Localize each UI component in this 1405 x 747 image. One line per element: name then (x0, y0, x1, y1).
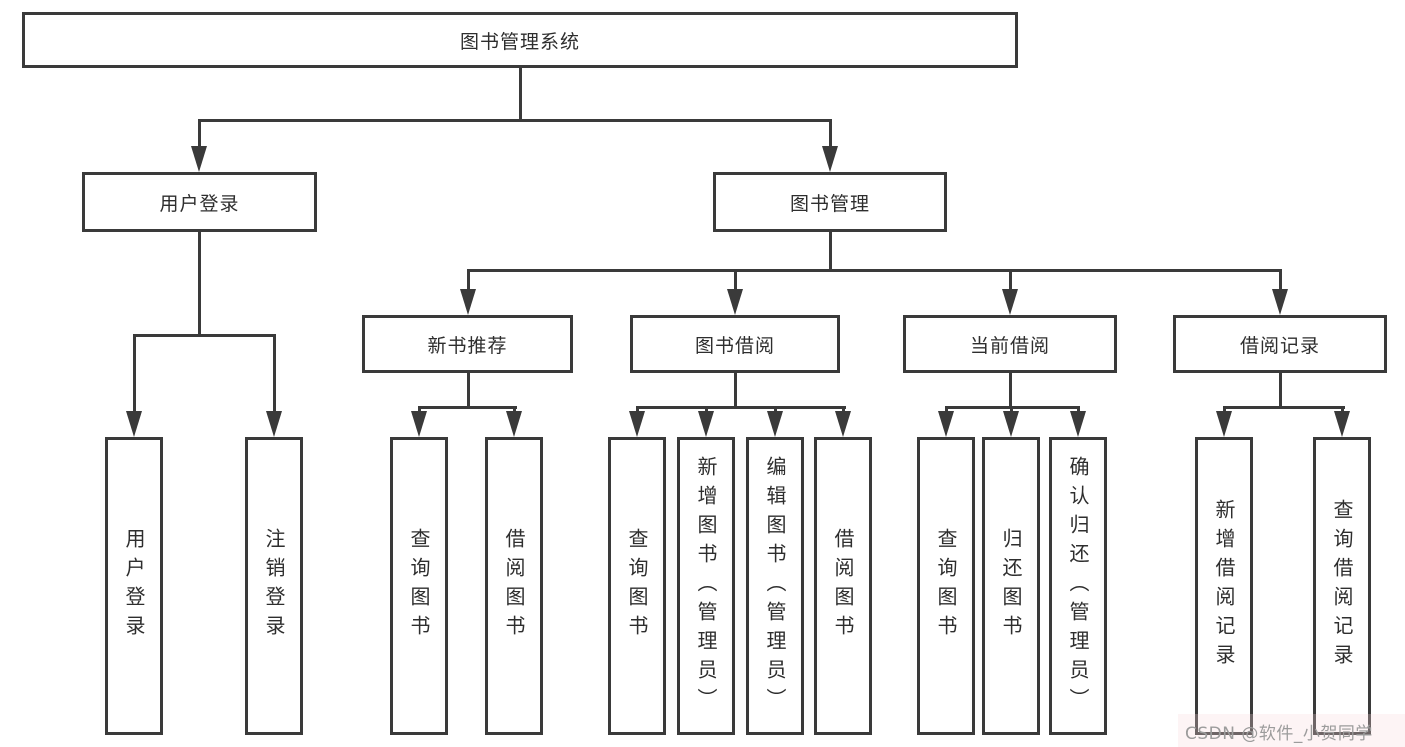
leaf-borrow-books: 借阅图书 (814, 437, 872, 735)
node-label: 查询借阅记录 (1330, 499, 1354, 673)
node-current-borrow: 当前借阅 (903, 315, 1117, 373)
connector-line (1076, 406, 1080, 415)
connector-line (417, 406, 517, 409)
arrow-down-icon (1003, 411, 1019, 437)
leaf-query-books-borrow: 查询图书 (608, 437, 666, 735)
connector-line (1009, 406, 1013, 415)
connector-line (197, 232, 201, 337)
connector-line (733, 269, 737, 292)
arrow-down-icon (822, 146, 838, 172)
connector-line (1008, 373, 1012, 409)
node-label: 查询图书 (625, 528, 649, 644)
connector-line (635, 406, 846, 409)
arrow-down-icon (506, 411, 522, 437)
connector-line (466, 269, 470, 292)
csdn-watermark: CSDN @软件_小贺同学 (1185, 724, 1373, 744)
node-label: 用户登录 (159, 192, 240, 215)
arrow-down-icon (938, 411, 954, 437)
leaf-query-borrow-record: 查询借阅记录 (1313, 437, 1371, 735)
connector-line (512, 406, 516, 415)
node-label: 借阅图书 (831, 528, 855, 644)
connector-line (197, 119, 201, 148)
connector-line (1222, 406, 1226, 415)
arrow-down-icon (698, 411, 714, 437)
arrow-down-icon (835, 411, 851, 437)
arrow-down-icon (1070, 411, 1086, 437)
connector-line (944, 406, 948, 415)
node-label: 用户登录 (122, 528, 146, 644)
connector-line (635, 406, 639, 415)
arrow-down-icon (629, 411, 645, 437)
node-user-login: 用户登录 (82, 172, 317, 232)
leaf-add-books-admin: 新增图书（管理员） (677, 437, 735, 735)
watermark-background (1178, 714, 1405, 747)
arrow-down-icon (1002, 289, 1018, 315)
connector-line (1008, 269, 1012, 292)
arrow-down-icon (411, 411, 427, 437)
leaf-query-books-recommend: 查询图书 (390, 437, 448, 735)
node-label: 图书管理系统 (459, 30, 580, 53)
leaf-return-books: 归还图书 (982, 437, 1040, 735)
connector-line (466, 269, 1282, 272)
arrow-down-icon (460, 289, 476, 315)
node-label: 编辑图书（管理员） (763, 455, 787, 717)
connector-line (1222, 406, 1345, 409)
connector-line (733, 373, 737, 409)
arrow-down-icon (191, 146, 207, 172)
leaf-edit-books-admin: 编辑图书（管理员） (746, 437, 804, 735)
connector-line (518, 68, 522, 121)
node-label: 确认归还（管理员） (1066, 455, 1090, 717)
connector-line (773, 406, 777, 415)
arrow-down-icon (1272, 289, 1288, 315)
leaf-confirm-return-admin: 确认归还（管理员） (1049, 437, 1107, 735)
node-label: 新增图书（管理员） (694, 455, 718, 717)
node-label: 图书借阅 (694, 334, 775, 357)
node-label: 当前借阅 (969, 334, 1050, 357)
connector-line (828, 232, 832, 272)
connector-line (841, 406, 845, 415)
node-label: 图书管理 (789, 192, 870, 215)
connector-line (417, 406, 421, 415)
arrow-down-icon (1216, 411, 1232, 437)
arrow-down-icon (727, 289, 743, 315)
node-borrow-records: 借阅记录 (1173, 315, 1387, 373)
connector-line (197, 119, 832, 122)
connector-line (1278, 373, 1282, 409)
arrow-down-icon (126, 411, 142, 437)
node-label: 查询图书 (407, 528, 431, 644)
arrow-down-icon (1334, 411, 1350, 437)
arrow-down-icon (767, 411, 783, 437)
node-label: 归还图书 (999, 528, 1023, 644)
connector-line (1278, 269, 1282, 292)
leaf-user-login: 用户登录 (105, 437, 163, 735)
connector-line (704, 406, 708, 415)
node-label: 借阅图书 (502, 528, 526, 644)
arrow-down-icon (266, 411, 282, 437)
node-library-management-system: 图书管理系统 (22, 12, 1018, 68)
leaf-query-books-current: 查询图书 (917, 437, 975, 735)
connector-line (828, 119, 832, 148)
node-label: 新增借阅记录 (1212, 499, 1236, 673)
leaf-add-borrow-record: 新增借阅记录 (1195, 437, 1253, 735)
connector-line (132, 334, 276, 337)
connector-line (466, 373, 470, 409)
connector-line (272, 334, 276, 413)
connector-line (1340, 406, 1344, 415)
connector-line (132, 334, 136, 413)
node-label: 新书推荐 (427, 334, 508, 357)
node-book-management: 图书管理 (713, 172, 947, 232)
node-new-book-recommend: 新书推荐 (362, 315, 573, 373)
node-label: 借阅记录 (1239, 334, 1320, 357)
node-label: 注销登录 (262, 528, 286, 644)
node-label: 查询图书 (934, 528, 958, 644)
leaf-logout: 注销登录 (245, 437, 303, 735)
leaf-borrow-books-recommend: 借阅图书 (485, 437, 543, 735)
node-book-borrow: 图书借阅 (630, 315, 840, 373)
